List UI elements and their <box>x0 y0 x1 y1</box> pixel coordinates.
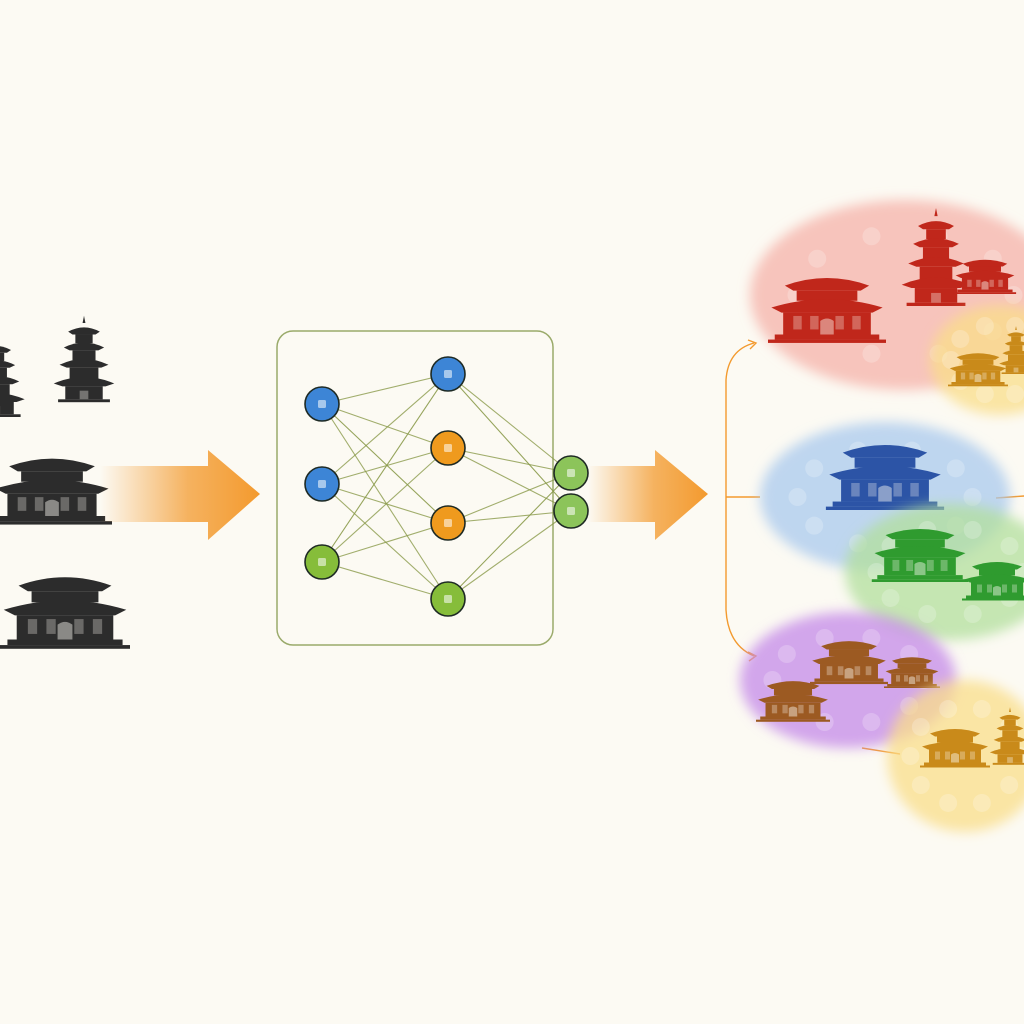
neural-network-panel <box>276 330 589 646</box>
cluster-texture <box>1000 537 1019 556</box>
cluster-texture <box>808 249 827 268</box>
cluster-texture <box>963 520 982 539</box>
arrow-input-to-network <box>100 450 260 540</box>
cluster-texture <box>975 316 994 335</box>
network-edge <box>321 403 449 600</box>
building-cluster <box>930 305 1024 415</box>
network-edge <box>447 472 572 524</box>
cluster-texture <box>862 628 881 647</box>
network-edge <box>321 373 449 563</box>
cluster-texture <box>911 717 930 736</box>
network-node <box>430 505 466 541</box>
network-edge <box>321 483 449 600</box>
network-edge <box>447 510 572 524</box>
network-edge <box>321 373 449 485</box>
network-node <box>304 466 340 502</box>
network-edge <box>447 447 572 512</box>
network-edges <box>321 373 572 600</box>
network-edge <box>447 510 572 600</box>
network-edge <box>321 403 449 524</box>
cluster-texture <box>862 227 881 246</box>
network-node <box>304 544 340 580</box>
network-node <box>553 493 589 529</box>
branch-arrowhead-top <box>747 339 758 350</box>
network-frame <box>276 330 554 646</box>
pagoda-icon <box>53 315 115 403</box>
output-clusters <box>740 200 1024 832</box>
cluster-texture <box>805 516 824 535</box>
network-edge <box>321 447 449 485</box>
arrow-network-to-clusters <box>588 450 708 540</box>
cluster-texture <box>911 776 930 795</box>
network-edge <box>321 373 449 405</box>
network-node <box>304 386 340 422</box>
palace-hall-icon <box>0 458 112 525</box>
network-nodes <box>304 356 589 617</box>
network-edge <box>447 373 572 474</box>
cluster-texture <box>862 713 881 732</box>
cluster-texture <box>788 488 807 506</box>
cluster-texture <box>951 329 970 348</box>
network-node <box>430 430 466 466</box>
network-edge <box>321 522 449 563</box>
cluster-texture <box>946 459 965 478</box>
cluster-texture <box>1000 776 1019 795</box>
cluster-texture <box>975 385 994 404</box>
cluster-texture <box>939 700 958 719</box>
cluster-texture <box>901 747 920 765</box>
cluster-texture <box>805 459 824 478</box>
network-node <box>430 581 466 617</box>
cluster-texture <box>963 488 982 506</box>
network-edge <box>447 373 572 512</box>
network-node <box>553 455 589 491</box>
cluster-texture <box>881 588 900 607</box>
cluster-texture <box>862 344 881 363</box>
network-node <box>430 356 466 392</box>
branch-line <box>725 342 755 657</box>
building-cluster <box>887 680 1024 832</box>
network-edge <box>321 447 449 563</box>
cluster-texture <box>1006 317 1024 335</box>
cluster-texture <box>939 793 958 812</box>
cluster-texture <box>1006 385 1024 403</box>
network-edge <box>447 447 572 474</box>
network-edge <box>321 403 449 449</box>
building-cluster <box>845 504 1024 640</box>
cluster-texture <box>972 793 991 812</box>
pagoda-icon <box>0 335 25 417</box>
cluster-texture <box>963 605 982 624</box>
cluster-texture <box>815 628 834 647</box>
network-edge <box>321 561 449 600</box>
cluster-texture <box>972 700 991 719</box>
cluster-texture <box>918 605 937 624</box>
network-edge <box>447 472 572 600</box>
network-edge <box>321 483 449 524</box>
palace-hall-icon <box>0 577 130 649</box>
cluster-texture <box>942 351 960 369</box>
cluster-texture <box>777 645 796 664</box>
